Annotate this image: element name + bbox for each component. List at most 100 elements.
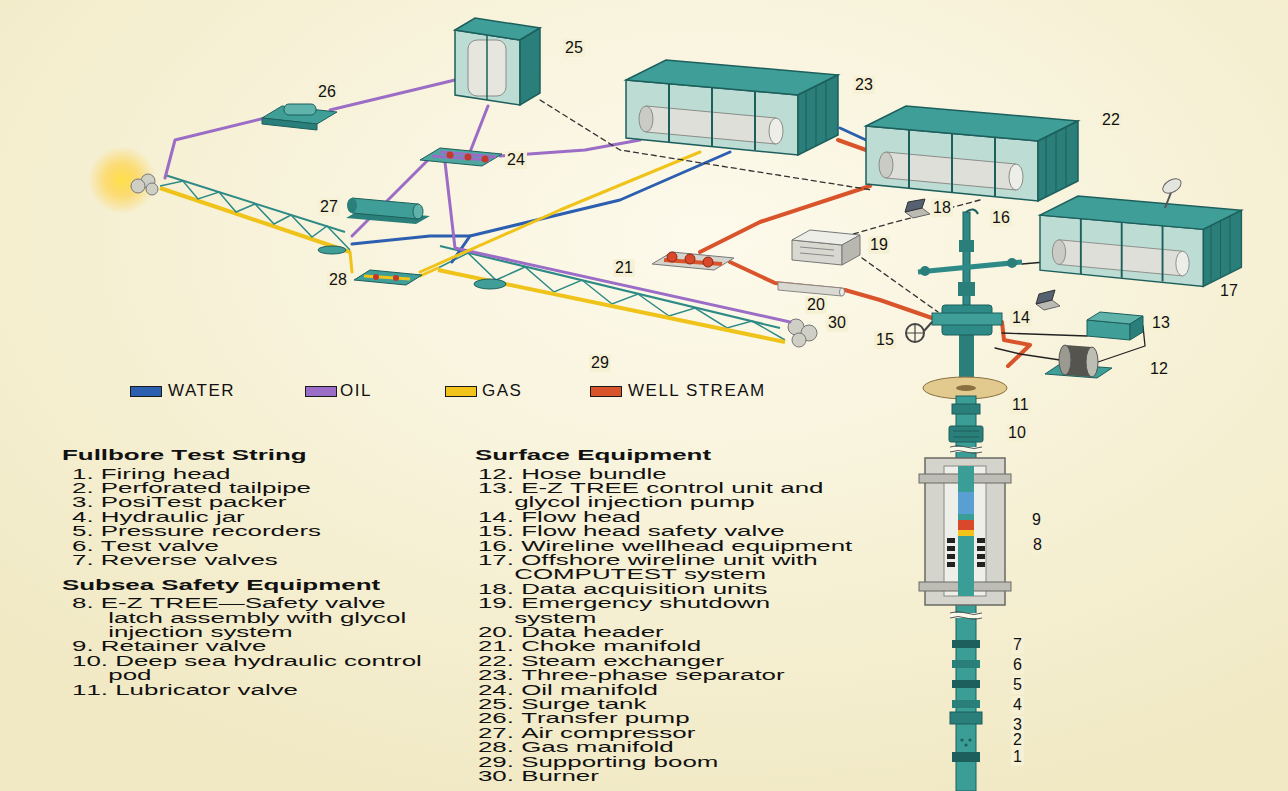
wellhead-equipment [958,282,975,296]
list-heading: Subsea Safety Equipment [62,576,435,594]
flow-head [906,324,924,342]
hose-reel [1086,347,1098,377]
callout-number: 16 [990,209,1012,227]
supporting-boom [438,270,785,342]
callout-number: 11 [1010,396,1031,414]
legend-label: OIL [340,382,372,400]
equipment-list: Surface Equipment12. Hose bundle13. E-Z … [475,446,856,783]
list-item: 27. Air compressor [478,726,856,740]
control-line [850,200,980,235]
callout-number: 12 [1148,360,1170,378]
test-string [950,447,982,452]
list-item: 4. Hydraulic jar [72,510,435,524]
callout-number: 8 [1031,536,1044,554]
test-string [950,446,982,454]
surge-tank [486,35,488,100]
hose-reel [1059,345,1071,375]
callout-number: 2 [1011,731,1024,749]
wellhead-equipment [918,262,1022,272]
laptop [1036,290,1060,310]
air-compressor [413,204,423,219]
satellite-dish [1160,176,1183,208]
oil-line [330,80,455,110]
supporting-boom [440,246,780,328]
well-test-illustration [1040,196,1241,286]
gas-manifold [373,274,379,280]
data-header [840,288,845,296]
choke-manifold [667,252,677,262]
test-string [977,554,985,559]
callout-number: 28 [327,271,349,289]
list-item: 26. Transfer pump [478,711,856,725]
test-string [947,554,955,559]
satellite-dish [1160,176,1183,196]
supporting-boom [160,188,350,252]
callout-number: 23 [853,76,875,94]
list-item: 28. Gas manifold [478,740,856,754]
supporting-boom [438,253,785,340]
equipment-list: Fullbore Test String1. Firing head2. Per… [62,446,435,697]
well-stream-line [730,262,932,318]
supporting-boom [318,246,346,254]
test-string [958,466,974,596]
list-item: 24. Oil manifold [478,683,856,697]
list-item: 29. Supporting boom [478,755,856,769]
callout-number: 1 [1011,748,1024,766]
gas-line [350,252,352,272]
test-string [960,738,963,741]
list-item: 15. Flow head safety valve [478,524,856,538]
test-string [977,546,985,551]
data-header [778,282,842,296]
control-unit [1087,312,1143,340]
callout-number: 26 [316,83,338,101]
legend-swatch [590,386,622,397]
test-string [956,396,976,791]
air-compressor [352,198,418,219]
water-line [352,152,730,244]
test-string [919,396,1011,791]
list-item: 11. Lubricator valve [72,683,435,697]
legend-label: WATER [168,382,235,400]
wellhead-equipment [920,266,930,276]
list-item: 25. Surge tank [478,697,856,711]
wellhead-equipment [1007,258,1017,268]
test-string [949,426,983,442]
gas-manifold [364,276,410,279]
rig-floor [956,385,976,391]
burner-flame [88,146,156,214]
emergency-shutdown-box [842,235,860,265]
emergency-shutdown-box [792,230,860,265]
burner [131,174,158,195]
list-item: 16. Wireline wellhead equipment [478,539,856,553]
list-item: 19. Emergency shutdown system [478,596,856,625]
burner [131,179,145,193]
oil-line [470,106,488,152]
list-item: 20. Data header [478,625,856,639]
oil-manifold [465,154,472,161]
callout-number: 15 [874,331,896,349]
list-item: 14. Flow head [478,510,856,524]
well-stream-line [700,186,870,252]
control-unit [1130,316,1143,340]
list-item: 5. Pressure recorders [72,524,435,538]
callout-number: 30 [826,314,848,332]
emergency-shutdown-box [800,247,834,256]
gas-manifold [354,270,422,285]
gas-line [420,152,700,272]
list-heading: Fullbore Test String [62,446,435,464]
callout-number: 4 [1011,696,1024,714]
test-string [947,546,955,551]
supporting-boom [160,175,350,254]
choke-manifold [703,257,713,267]
list-item: 9. Retainer valve [72,639,435,653]
callout-number: 29 [589,354,611,372]
oil-line [352,158,430,236]
transfer-pump [262,118,317,130]
test-string [950,712,982,724]
burner [788,319,817,347]
list-item: 12. Hose bundle [478,467,856,481]
oil-line [165,118,265,178]
cable [995,348,1060,360]
list-item: 3. PosiTest packer [72,495,435,509]
callout-number: 7 [1011,636,1024,654]
